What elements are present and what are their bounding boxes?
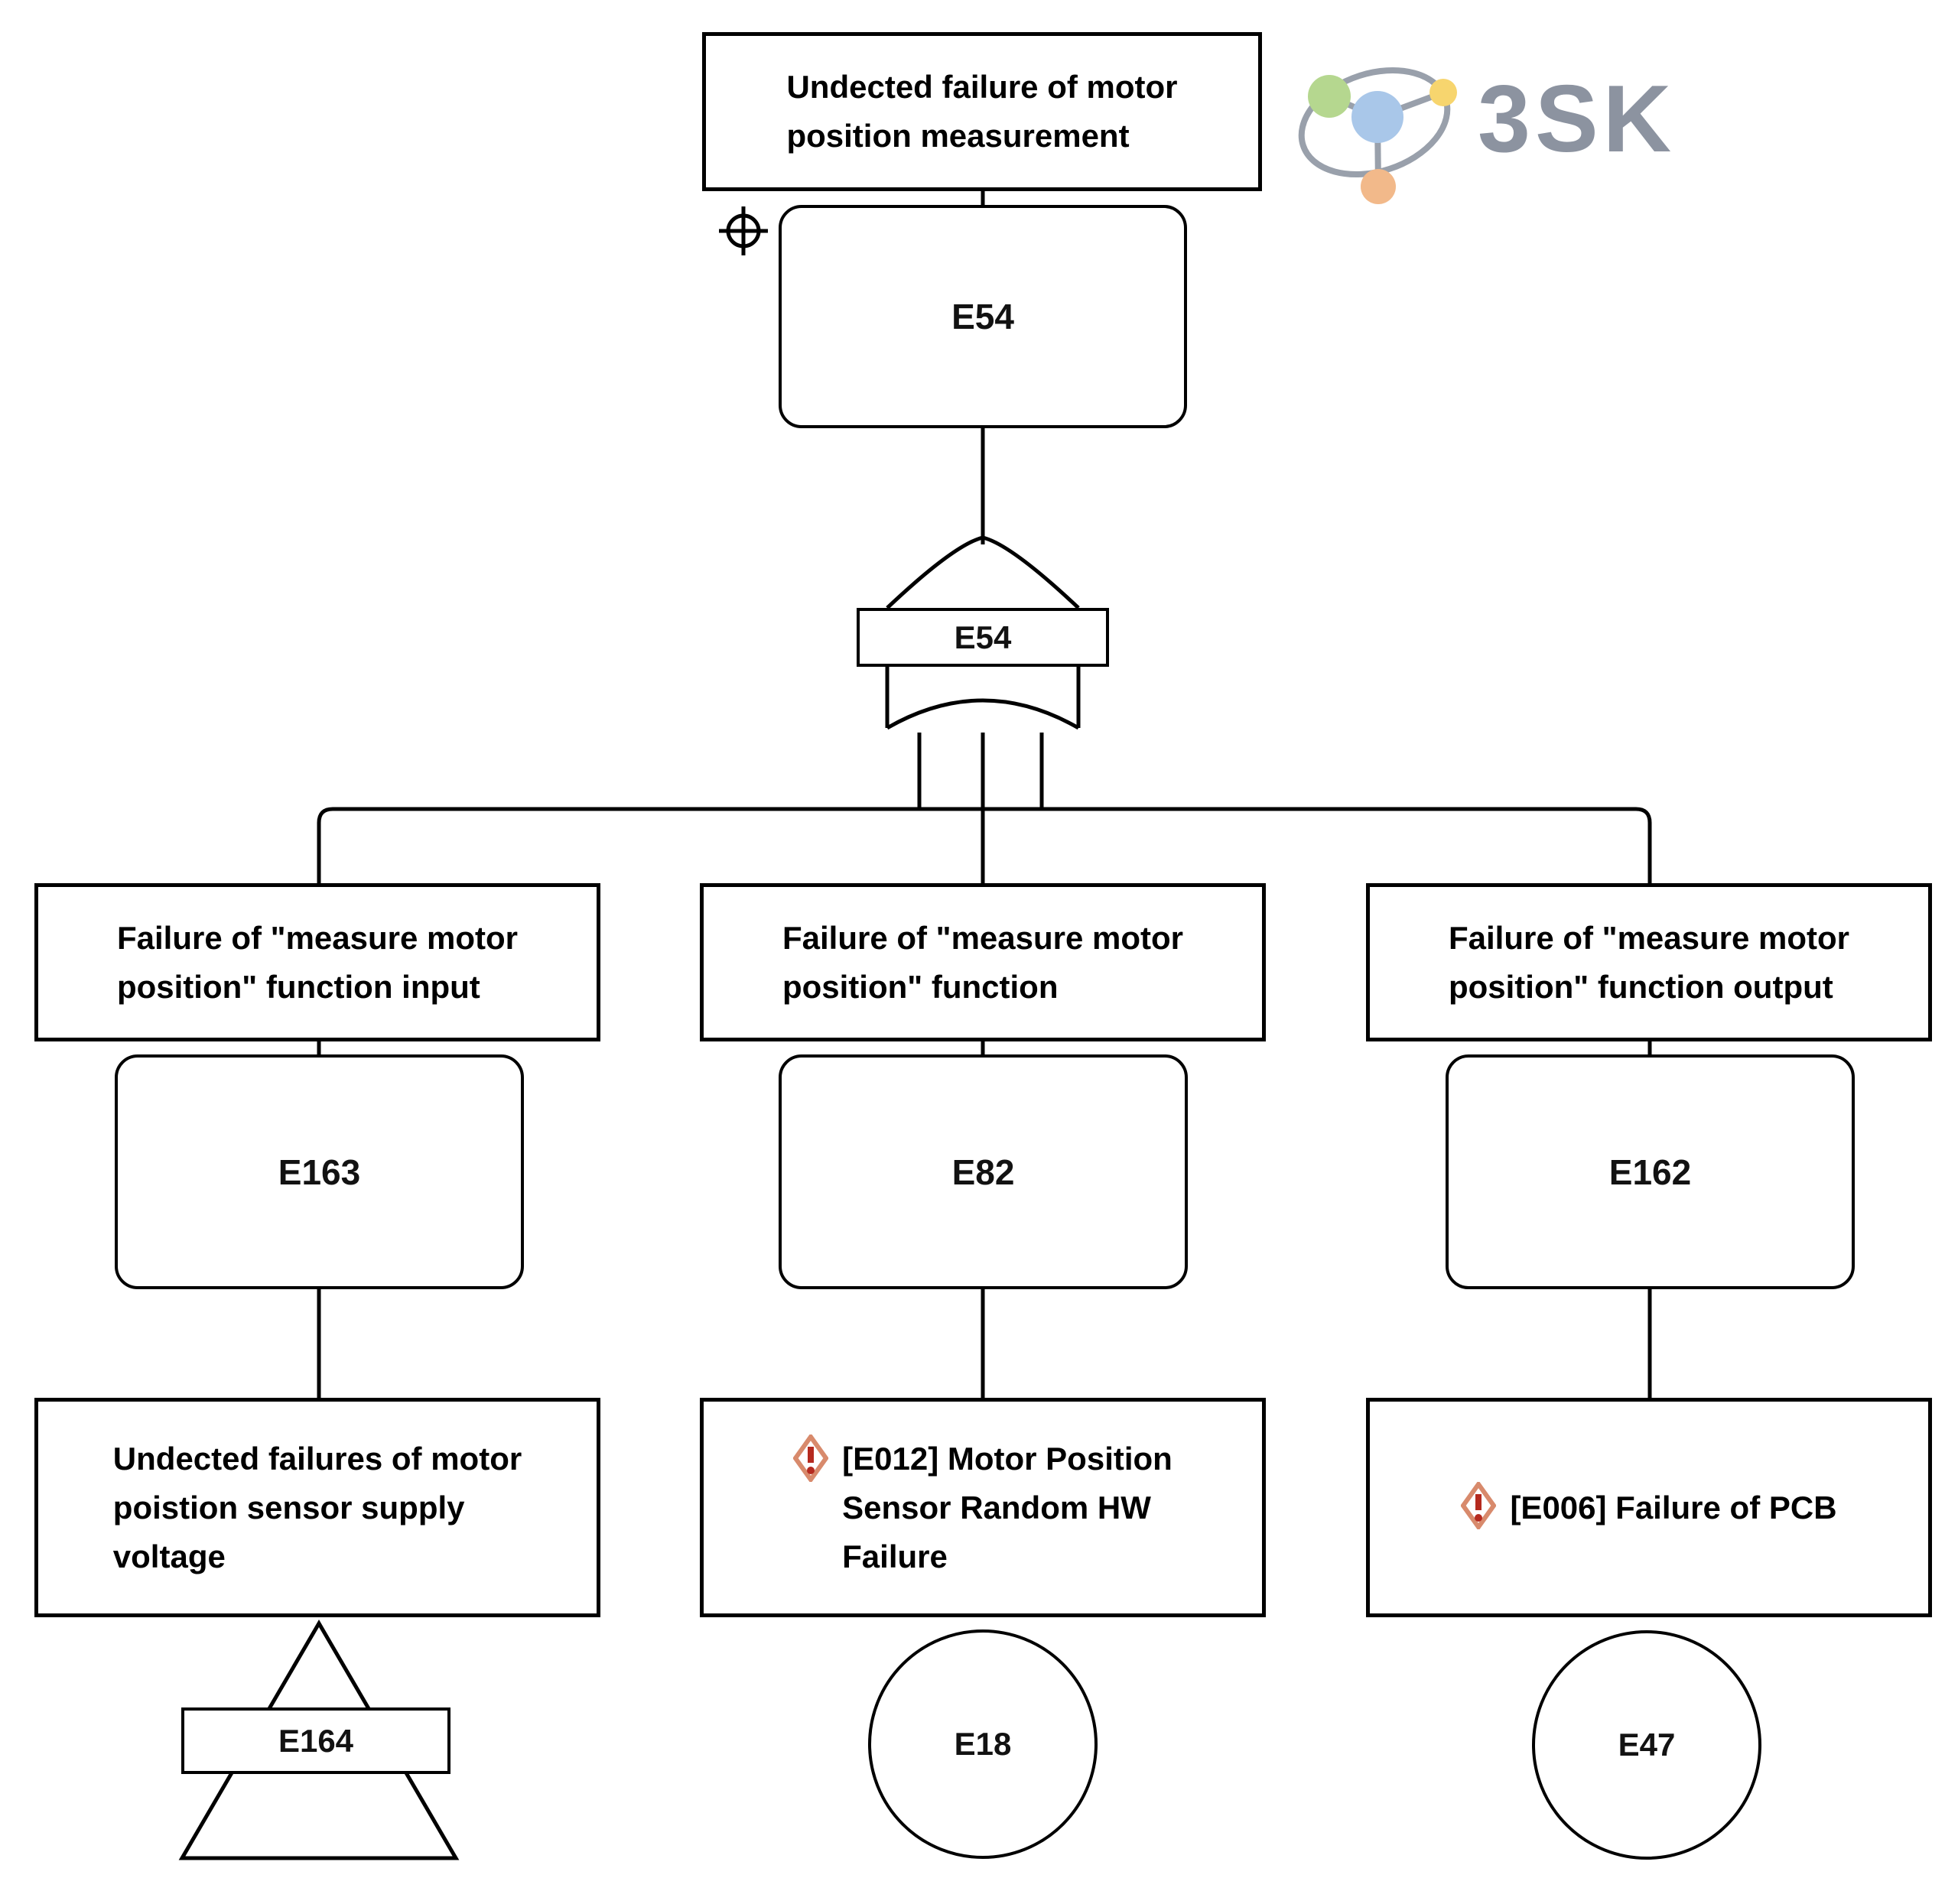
logo-node-yellow (1429, 79, 1457, 106)
branch-event-text: [E012] Motor Position Sensor Random HW F… (842, 1440, 1173, 1574)
or-gate-label-box[interactable]: E54 (857, 608, 1109, 667)
branch-event-box-e006[interactable]: [E006] Failure of PCB (1366, 1398, 1932, 1617)
branch-event-text: Undected failures of motor poistion sens… (112, 1440, 522, 1574)
branch-header-text: Failure of "measure motor position" func… (782, 919, 1184, 1005)
logo-node-green (1308, 75, 1351, 118)
branch-header-box-function[interactable]: Failure of "measure motor position" func… (700, 883, 1266, 1041)
or-gate-id: E54 (954, 619, 1012, 655)
basic-event-id: E47 (1618, 1727, 1676, 1763)
branch-node-e82[interactable]: E82 (779, 1054, 1188, 1289)
branch-event-text: [E006] Failure of PCB (1510, 1489, 1837, 1525)
or-gate-bottom-arc[interactable] (886, 698, 1080, 730)
branch-node-id: E82 (951, 1152, 1015, 1192)
branch-node-id: E163 (278, 1152, 361, 1192)
top-event-node-e54[interactable]: E54 (779, 205, 1187, 428)
transfer-label-box[interactable]: E164 (181, 1707, 450, 1774)
branch-event-box-e012[interactable]: [E012] Motor Position Sensor Random HW F… (700, 1398, 1266, 1617)
branch-header-box-output[interactable]: Failure of "measure motor position" func… (1366, 883, 1932, 1041)
basic-event-id: E18 (954, 1726, 1012, 1762)
logo-node-blue (1351, 91, 1403, 143)
logo-text: 3SK (1478, 67, 1676, 172)
or-gate-arch[interactable] (886, 535, 1080, 609)
basic-event-circle-e18[interactable]: E18 (868, 1629, 1098, 1859)
logo-node-orange (1361, 169, 1396, 204)
crosshair-icon[interactable] (719, 206, 768, 255)
top-event-node-id: E54 (951, 297, 1014, 336)
branch-header-text: Failure of "measure motor position" func… (116, 919, 519, 1005)
branch-event-box-e164[interactable]: Undected failures of motor poistion sens… (34, 1398, 600, 1617)
branch-bus-line (317, 807, 1652, 883)
branch-node-id: E162 (1608, 1152, 1692, 1192)
warning-diamond-icon (1460, 1480, 1498, 1533)
basic-event-circle-e47[interactable]: E47 (1532, 1630, 1761, 1860)
branch-header-text: Failure of "measure motor position" func… (1448, 919, 1850, 1005)
branch-node-e163[interactable]: E163 (115, 1054, 524, 1289)
logo-molecule-icon (1298, 67, 1457, 204)
branch-header-box-input[interactable]: Failure of "measure motor position" func… (34, 883, 600, 1041)
transfer-id: E164 (278, 1722, 354, 1759)
warning-diamond-icon (792, 1432, 829, 1486)
top-event-title-box[interactable]: Undected failure of motor position measu… (702, 32, 1262, 191)
top-event-title: Undected failure of motor position measu… (786, 69, 1178, 154)
branch-node-e162[interactable]: E162 (1446, 1054, 1855, 1289)
